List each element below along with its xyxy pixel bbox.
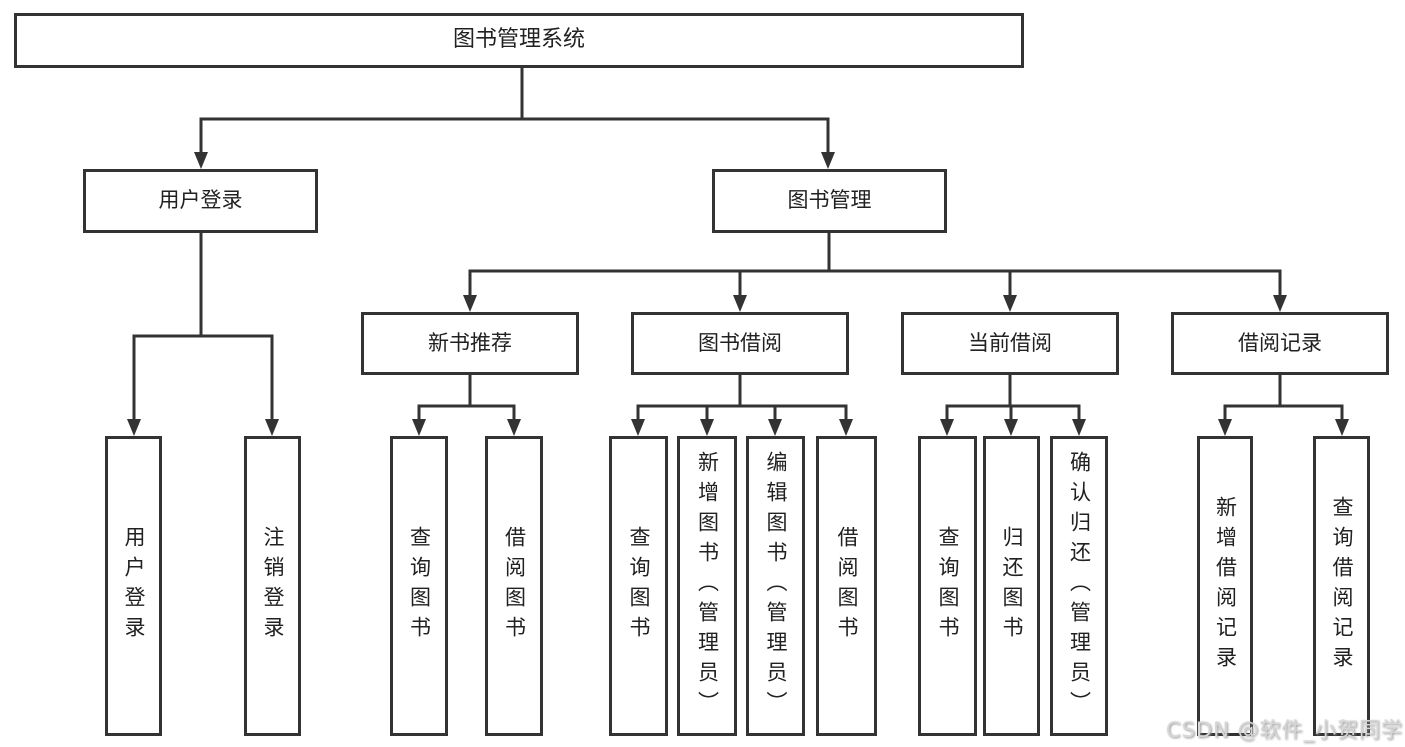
arrowhead — [1335, 419, 1349, 436]
leaf-search-books-current: 查询图书 — [918, 436, 977, 736]
arrowhead — [265, 419, 279, 436]
leaf-return-books: 归还图书 — [983, 436, 1040, 736]
arrowhead — [700, 419, 714, 436]
arrowhead — [127, 419, 141, 436]
node-label: 查询图书 — [936, 526, 960, 646]
node-label: 当前借阅 — [968, 330, 1052, 355]
arrowhead — [768, 419, 782, 436]
node-label: 用户登录 — [122, 526, 146, 646]
node-current-borrowing: 当前借阅 — [901, 312, 1119, 375]
node-label: 新增借阅记录 — [1213, 496, 1238, 676]
node-label: 图书管理 — [787, 188, 872, 213]
arrowhead — [821, 152, 835, 169]
leaf-confirm-return-admin: 确认归还（管理员） — [1050, 436, 1108, 736]
node-label: 借阅记录 — [1238, 330, 1322, 355]
leaf-search-books-borrowing: 查询图书 — [609, 436, 668, 736]
node-new-book-recommendation: 新书推荐 — [361, 312, 579, 375]
arrowhead — [463, 295, 477, 312]
node-label: 归还图书 — [1000, 526, 1024, 646]
node-label: 注销登录 — [261, 526, 285, 646]
node-label: 查询图书 — [627, 526, 651, 646]
leaf-add-borrow-record: 新增借阅记录 — [1197, 436, 1253, 736]
node-borrow-records: 借阅记录 — [1171, 312, 1389, 375]
node-label: 新增图书（管理员） — [695, 451, 720, 721]
node-label: 借阅图书 — [502, 526, 527, 646]
connector-records-rail — [1223, 404, 1344, 422]
arrowhead — [733, 295, 747, 312]
arrowhead — [940, 419, 954, 436]
leaf-borrow-books-recommend: 借阅图书 — [485, 436, 543, 736]
node-label: 借阅图书 — [835, 526, 859, 646]
arrowhead — [412, 419, 426, 436]
node-user-login: 用户登录 — [83, 169, 318, 233]
connector-level3-rail — [468, 269, 1282, 299]
node-label: 编辑图书（管理员） — [764, 451, 788, 721]
arrowhead — [839, 419, 853, 436]
leaf-edit-book-admin: 编辑图书（管理员） — [746, 436, 805, 736]
node-label: 查询借阅记录 — [1330, 496, 1354, 676]
leaf-search-borrow-record: 查询借阅记录 — [1313, 436, 1370, 736]
leaf-add-book-admin: 新增图书（管理员） — [677, 436, 737, 736]
node-label: 用户登录 — [158, 188, 243, 213]
watermark: CSDN @软件_小贺同学 — [1165, 718, 1403, 742]
connector-current-rail — [945, 404, 1081, 422]
arrowhead — [1003, 295, 1017, 312]
node-label: 确认归还（管理员） — [1067, 451, 1092, 721]
leaf-search-books-recommend: 查询图书 — [390, 436, 448, 736]
leaf-borrow-books-borrowing: 借阅图书 — [816, 436, 877, 736]
node-library-system: 图书管理系统 — [14, 13, 1024, 68]
leaf-logout: 注销登录 — [244, 436, 301, 736]
arrowhead — [507, 419, 521, 436]
arrowhead — [1218, 419, 1232, 436]
leaf-user-login: 用户登录 — [105, 436, 162, 736]
arrowhead — [1004, 419, 1018, 436]
connector-newbook-rail — [417, 404, 516, 422]
arrowhead — [631, 419, 645, 436]
node-book-borrowing: 图书借阅 — [631, 312, 849, 375]
node-book-management: 图书管理 — [712, 169, 947, 233]
node-label: 图书借阅 — [698, 330, 782, 355]
node-label: 图书管理系统 — [452, 27, 585, 53]
node-label: 新书推荐 — [428, 330, 512, 355]
node-label: 查询图书 — [407, 526, 432, 646]
connector-userlogin-rail — [132, 334, 274, 422]
connector-level2-rail — [199, 117, 830, 153]
connector-borrow-rail — [636, 404, 848, 422]
arrowhead — [1072, 419, 1086, 436]
arrowhead — [194, 152, 208, 169]
arrowhead — [1273, 295, 1287, 312]
